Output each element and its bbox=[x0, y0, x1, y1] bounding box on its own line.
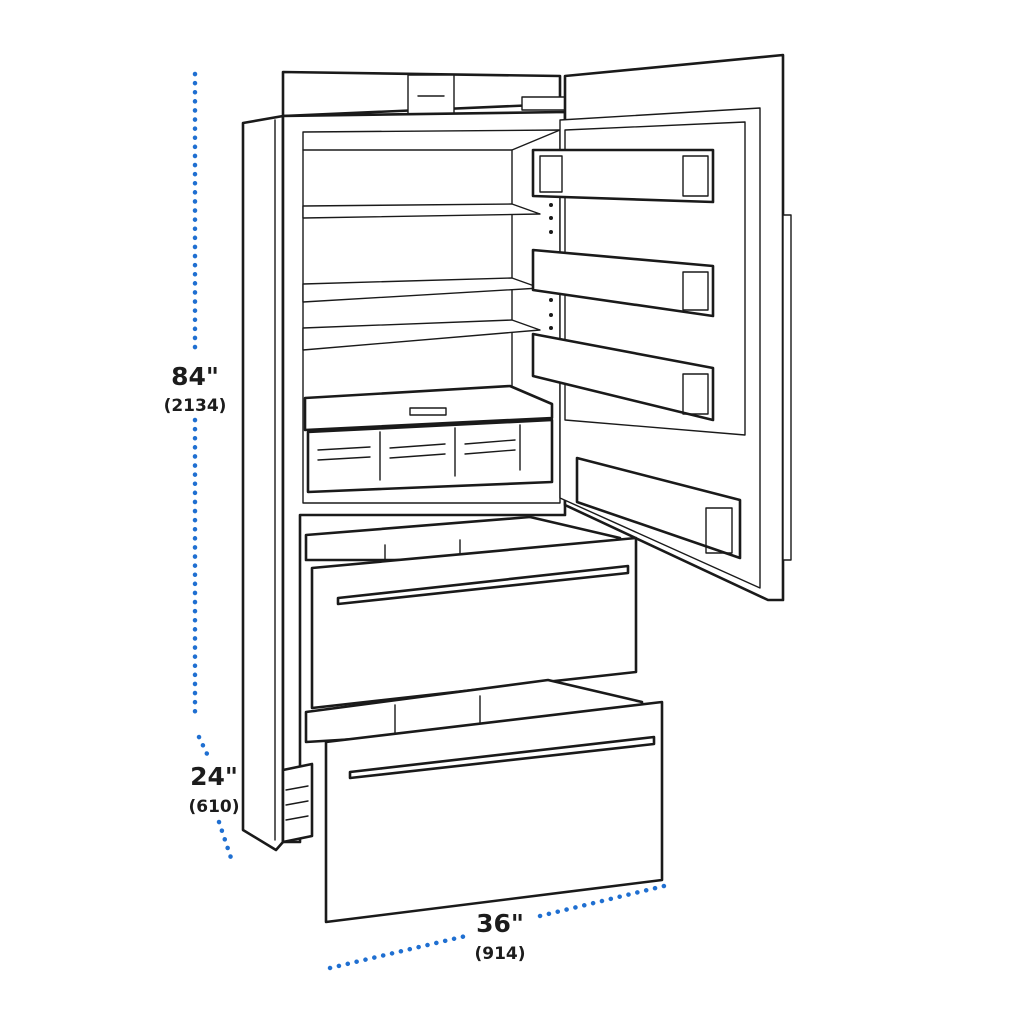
crisper-handle bbox=[409, 407, 447, 416]
door-bin-3 bbox=[531, 332, 715, 422]
height-metric-label: (2134) bbox=[164, 396, 227, 416]
width-imperial-label: 36" bbox=[476, 909, 524, 938]
cabinet-side-panel bbox=[241, 114, 285, 852]
door-edge-strip bbox=[782, 214, 792, 561]
width-dotted-line-left bbox=[327, 932, 473, 971]
open-door bbox=[531, 53, 792, 602]
depth-imperial-label: 24" bbox=[190, 762, 238, 791]
door-bin-1 bbox=[531, 148, 715, 204]
crisper-bin bbox=[306, 418, 554, 494]
lower-freezer-drawer bbox=[304, 678, 664, 924]
depth-dimension-guide: 24" (610) bbox=[188, 734, 240, 867]
upper-freezer-drawer bbox=[304, 515, 638, 710]
crisper-drawer bbox=[303, 384, 554, 494]
upper-drawer-front bbox=[310, 536, 638, 710]
height-dimension-guide: 84" (2134) bbox=[164, 71, 227, 723]
refrigerator-illustration bbox=[241, 53, 792, 924]
door-bin-4 bbox=[575, 456, 742, 560]
top-vent-grille bbox=[407, 74, 455, 116]
shelf-3 bbox=[302, 319, 541, 351]
width-dotted-line-right bbox=[537, 883, 667, 919]
width-metric-label: (914) bbox=[474, 944, 525, 964]
shelf-support-holes bbox=[549, 203, 553, 330]
door-bin-2 bbox=[531, 248, 715, 318]
lower-drawer-front bbox=[324, 700, 664, 924]
shelves bbox=[302, 203, 541, 351]
depth-dotted-line-upper bbox=[196, 734, 211, 759]
height-imperial-label: 84" bbox=[171, 362, 219, 391]
shelf-1 bbox=[302, 203, 541, 219]
depth-dotted-line-lower bbox=[216, 819, 236, 867]
depth-metric-label: (610) bbox=[188, 797, 239, 817]
upper-drawer-handle bbox=[336, 564, 630, 606]
lower-drawer-handle bbox=[348, 735, 656, 780]
width-dimension-guide: 36" (914) bbox=[327, 883, 667, 971]
